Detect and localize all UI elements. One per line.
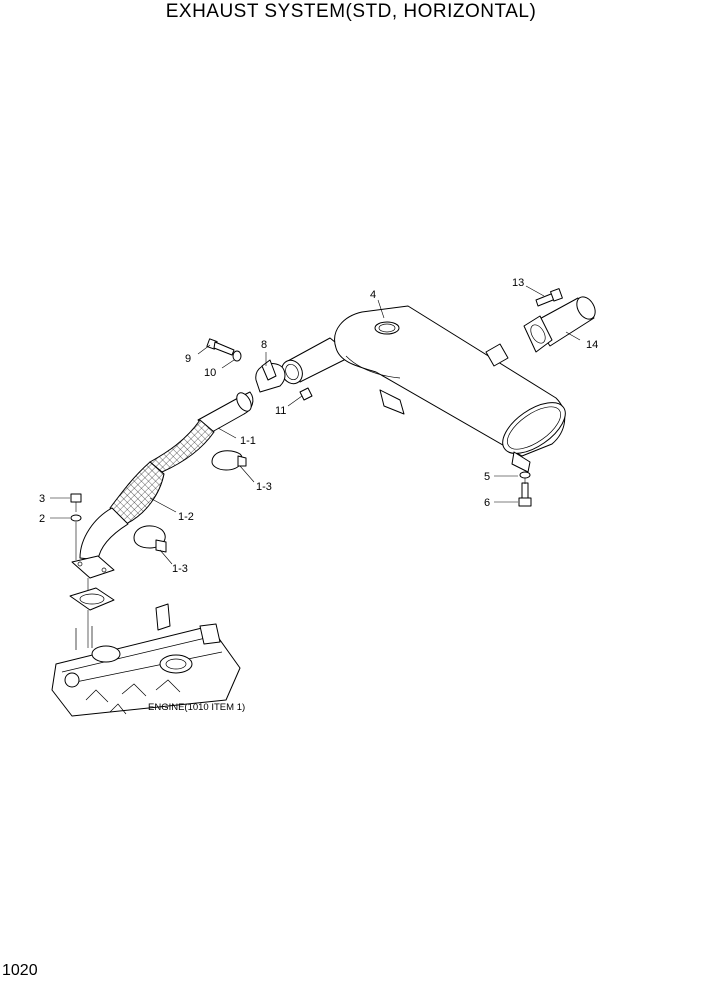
bolt-9 [206,338,235,356]
nut-11 [299,387,313,401]
muffler [281,305,566,473]
bolt-13 [535,288,563,307]
page-number: 1020 [2,962,38,979]
flex-pipe [69,391,254,611]
washer-5 [519,471,531,479]
washer-2 [70,514,82,522]
callout-1-3-lower: 1-3 [172,563,188,575]
callout-3: 3 [39,493,45,505]
callout-9: 9 [185,353,191,365]
callout-2: 2 [39,513,45,525]
leader-lines [50,285,581,648]
tail-pipe [523,296,596,353]
callout-4: 4 [370,289,376,301]
clamp-8 [255,359,286,393]
callout-1-2: 1-2 [178,511,194,523]
clamp-1-3-upper [211,450,247,471]
bolt-6 [518,482,532,507]
callout-14: 14 [586,339,598,351]
clamp-1-3-lower [133,525,167,553]
callout-10: 10 [204,367,216,379]
callout-8: 8 [261,339,267,351]
engine-label: ENGINE(1010 ITEM 1) [148,702,245,713]
engine-head [51,603,241,717]
callout-6: 6 [484,497,490,509]
callout-1-1: 1-1 [240,435,256,447]
callout-13: 13 [512,277,524,289]
callout-5: 5 [484,471,490,483]
nut-3 [70,493,82,503]
washer-10 [232,350,242,362]
callout-1-3-upper: 1-3 [256,481,272,493]
page-title: EXHAUST SYSTEM(STD, HORIZONTAL) [165,1,537,22]
callout-11: 11 [275,405,286,417]
